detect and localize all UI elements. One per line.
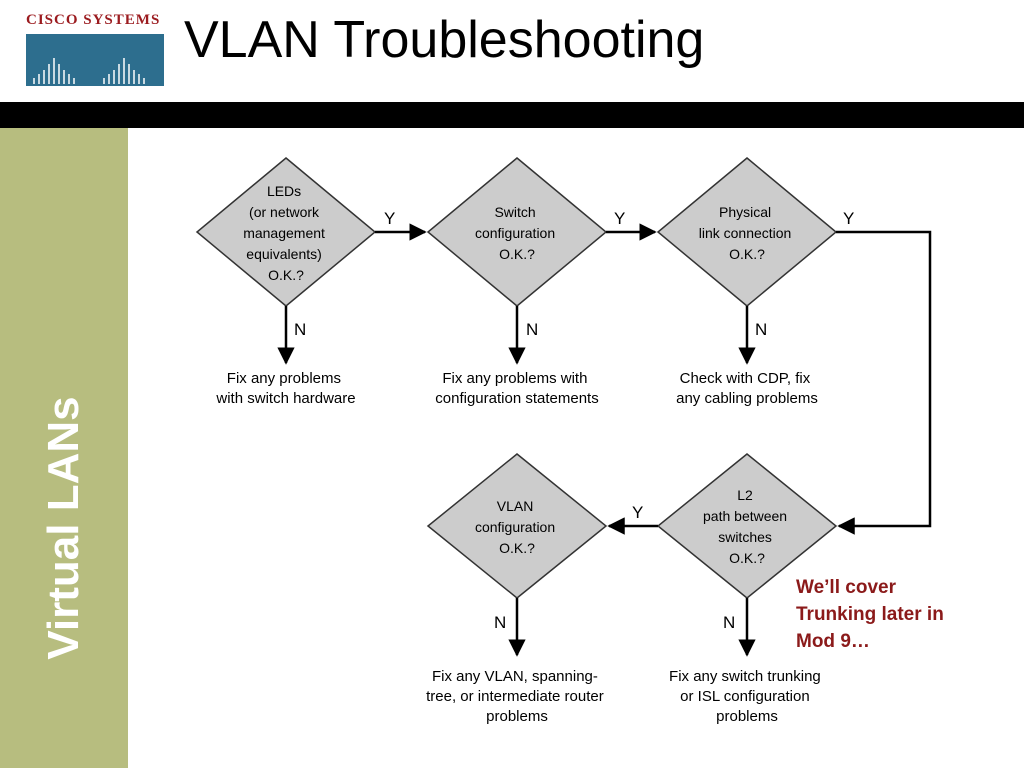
action-fix-trunking: Fix any switch trunking or ISL configura…	[669, 668, 825, 725]
yes-label-3: Y	[843, 209, 854, 228]
logo-text: CISCO SYSTEMS	[26, 12, 161, 28]
decision-physical-link-text: Physical link connection O.K.?	[699, 204, 796, 262]
action-fix-config: Fix any problems with configuration stat…	[435, 370, 598, 407]
decision-switch-config-text: Switch configuration O.K.?	[475, 204, 559, 262]
decision-leds-text: LEDs (or network management equivalents)…	[243, 183, 329, 283]
no-label-3: N	[755, 320, 767, 339]
action-fix-vlan: Fix any VLAN, spanning- tree, or interme…	[426, 668, 608, 725]
no-label-5: N	[723, 613, 735, 632]
note-line: Mod 9…	[796, 631, 870, 652]
sidebar: Virtual LANs	[0, 128, 128, 768]
arrow-physical-to-l2	[836, 230, 932, 535]
action-fix-hardware: Fix any problems with switch hardware	[215, 370, 355, 407]
page-title: VLAN Troubleshooting	[184, 11, 705, 69]
note-line: We’ll cover	[796, 577, 896, 598]
note-line: Trunking later in	[796, 604, 944, 625]
decision-vlan-config-text: VLAN configuration O.K.?	[475, 498, 559, 556]
no-label-1: N	[294, 320, 306, 339]
yes-label-2: Y	[614, 209, 625, 228]
action-check-cdp: Check with CDP, fix any cabling problems	[676, 370, 818, 407]
decision-l2-path-text: L2 path between switches O.K.?	[703, 487, 791, 566]
cisco-logo: CISCO SYSTEMS	[18, 8, 170, 86]
no-label-2: N	[526, 320, 538, 339]
header-bar	[0, 102, 1024, 128]
yes-label-4: Y	[632, 503, 643, 522]
logo-bridge-icon	[26, 34, 164, 86]
trunking-note: We’ll cover Trunking later in Mod 9…	[796, 574, 1016, 655]
yes-label-1: Y	[384, 209, 395, 228]
no-label-4: N	[494, 613, 506, 632]
